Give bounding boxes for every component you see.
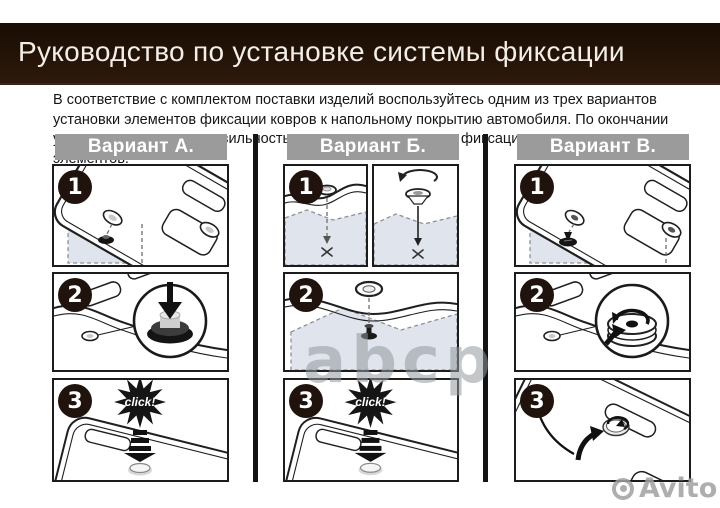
press-arrow — [354, 452, 387, 462]
step-number-badge: 3 — [58, 384, 92, 418]
press-arrow — [124, 453, 156, 462]
variant-header-c: Вариант В. — [517, 134, 689, 160]
step-panel-a3: 3 click! — [52, 378, 229, 482]
step-number-badge: 3 — [520, 384, 554, 418]
turn-arrow — [575, 431, 596, 461]
step-number-badge: 1 — [58, 170, 92, 204]
illustration-press-fastener-zoom — [54, 274, 227, 359]
fastener-on-carpet — [98, 236, 114, 244]
step-panel-b1-left: 1 — [283, 164, 368, 267]
illustration-turn-fastener-zoom — [516, 274, 689, 359]
floor-mat — [516, 166, 689, 265]
step-panel-c3: 3 — [514, 378, 691, 482]
illustration-click-press: click! — [285, 380, 457, 480]
step-panel-b2: 2 — [283, 272, 459, 372]
header-band: Руководство по установке системы фиксаци… — [0, 23, 720, 85]
step-number-badge: 3 — [289, 384, 323, 418]
step-number-badge: 1 — [520, 170, 554, 204]
step-number-badge: 2 — [58, 278, 92, 312]
step-panel-b1-right — [372, 164, 459, 267]
step-panel-c1: 1 — [514, 164, 691, 267]
variant-header-a: Вариант А. — [55, 134, 227, 160]
page-title: Руководство по установке системы фиксаци… — [18, 36, 625, 67]
click-burst — [344, 380, 397, 429]
step-panel-b3: 3 click! — [283, 378, 459, 482]
floor-mat — [285, 416, 457, 480]
illustration-mat-corner-with-screw — [516, 166, 689, 265]
step-number-badge: 2 — [289, 278, 323, 312]
position-x-mark — [412, 249, 424, 259]
step-panel-c2: 2 — [514, 272, 691, 372]
illustration-screw-in — [374, 169, 457, 265]
click-label: click! — [355, 395, 386, 409]
illustration-click-press: click! — [54, 380, 227, 480]
click-label: click! — [125, 395, 156, 409]
step-panel-a2: 2 — [52, 272, 229, 372]
watermark-avito: Avito — [612, 473, 717, 504]
step-number-badge: 1 — [289, 170, 323, 204]
floor-mat — [54, 416, 227, 480]
watermark-avito-text: Avito — [639, 473, 718, 504]
click-burst — [114, 380, 166, 428]
floor-mat — [54, 166, 227, 265]
installed-screw — [366, 326, 372, 336]
column-divider — [483, 134, 488, 482]
rotation-arrow — [606, 416, 630, 431]
step-number-badge: 2 — [520, 278, 554, 312]
illustration-mat-corner-with-fastener — [54, 166, 227, 265]
watermark-abcp: abcp — [303, 324, 496, 398]
variant-header-b: Вариант Б. — [287, 134, 459, 160]
column-divider — [253, 134, 258, 482]
rotation-arrow — [402, 169, 438, 182]
screw-on-carpet — [559, 237, 577, 247]
step-panel-a1: 1 — [52, 164, 229, 267]
avito-logo-icon — [612, 477, 634, 500]
position-x-mark — [321, 247, 333, 257]
